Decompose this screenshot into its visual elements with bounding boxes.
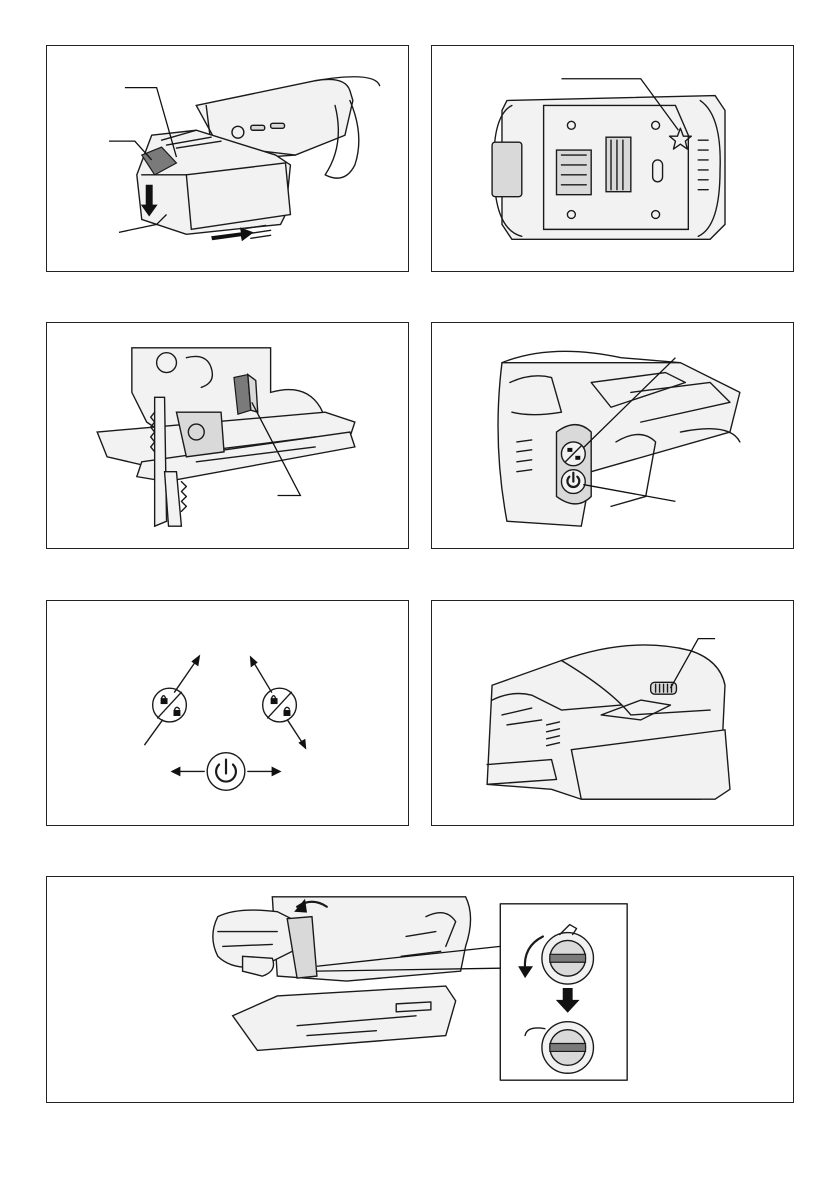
figure-blade-clamp [46,876,794,1103]
figure-switch-operation [46,600,409,826]
battery-removal-drawing [47,46,408,271]
figure-speed-dial [431,600,794,826]
figure-battery-terminal [431,45,794,272]
switch-panel-drawing [432,323,793,548]
lever-detail-icon [525,925,593,1074]
lock-unlock-icon [153,688,187,722]
arrow-icon [174,660,196,692]
power-icon [207,753,245,791]
lock-unlock-icon [263,688,297,722]
speed-dial-drawing [432,601,793,825]
switch-operation-drawing [47,601,408,825]
figure-switch-panel [431,322,794,549]
battery-terminal-drawing [432,46,793,271]
figure-battery-removal [46,45,409,272]
figure-guard-lever [46,322,409,549]
arrow-icon [254,662,272,692]
blade-clamp-drawing [47,877,793,1102]
guard-lever-drawing [47,323,408,548]
